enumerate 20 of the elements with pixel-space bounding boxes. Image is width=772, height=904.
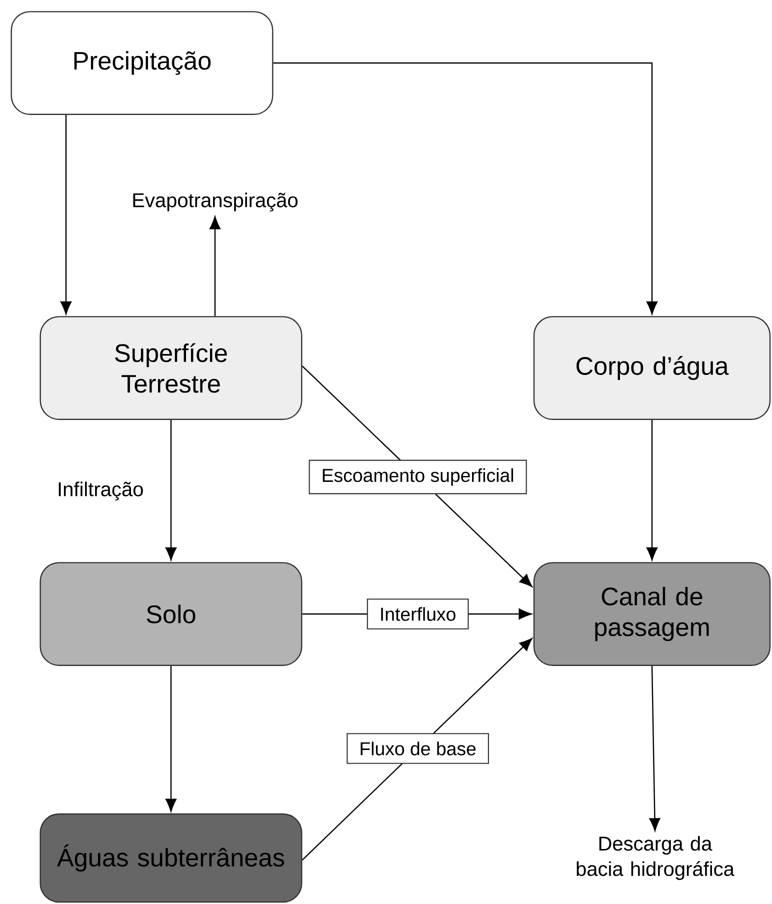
output-text: Evapotranspiração [133,192,298,212]
process-box: Canal de passagem [533,562,771,666]
arrow [210,216,220,316]
edge-label: Interfluxo [366,598,469,630]
output-text: Descarga da bacia hidrográfica [576,836,734,880]
process-box: Precipitação [10,11,274,115]
arrow [646,420,658,560]
edge-label: Infiltração [58,482,143,500]
arrow [166,420,176,560]
process-box: Corpo d’água [533,316,771,420]
arrow [302,638,532,860]
arrow [166,666,176,812]
edge-label: Escoamento superficial [308,460,527,494]
process-box: Solo [40,562,302,666]
arrow [273,62,658,314]
arrow [649,666,660,832]
edge-label: Fluxo de base [346,733,489,764]
arrow [60,114,72,314]
process-box: Águas subterrâneas [40,813,302,903]
process-box: Superfície Terrestre [40,316,302,420]
